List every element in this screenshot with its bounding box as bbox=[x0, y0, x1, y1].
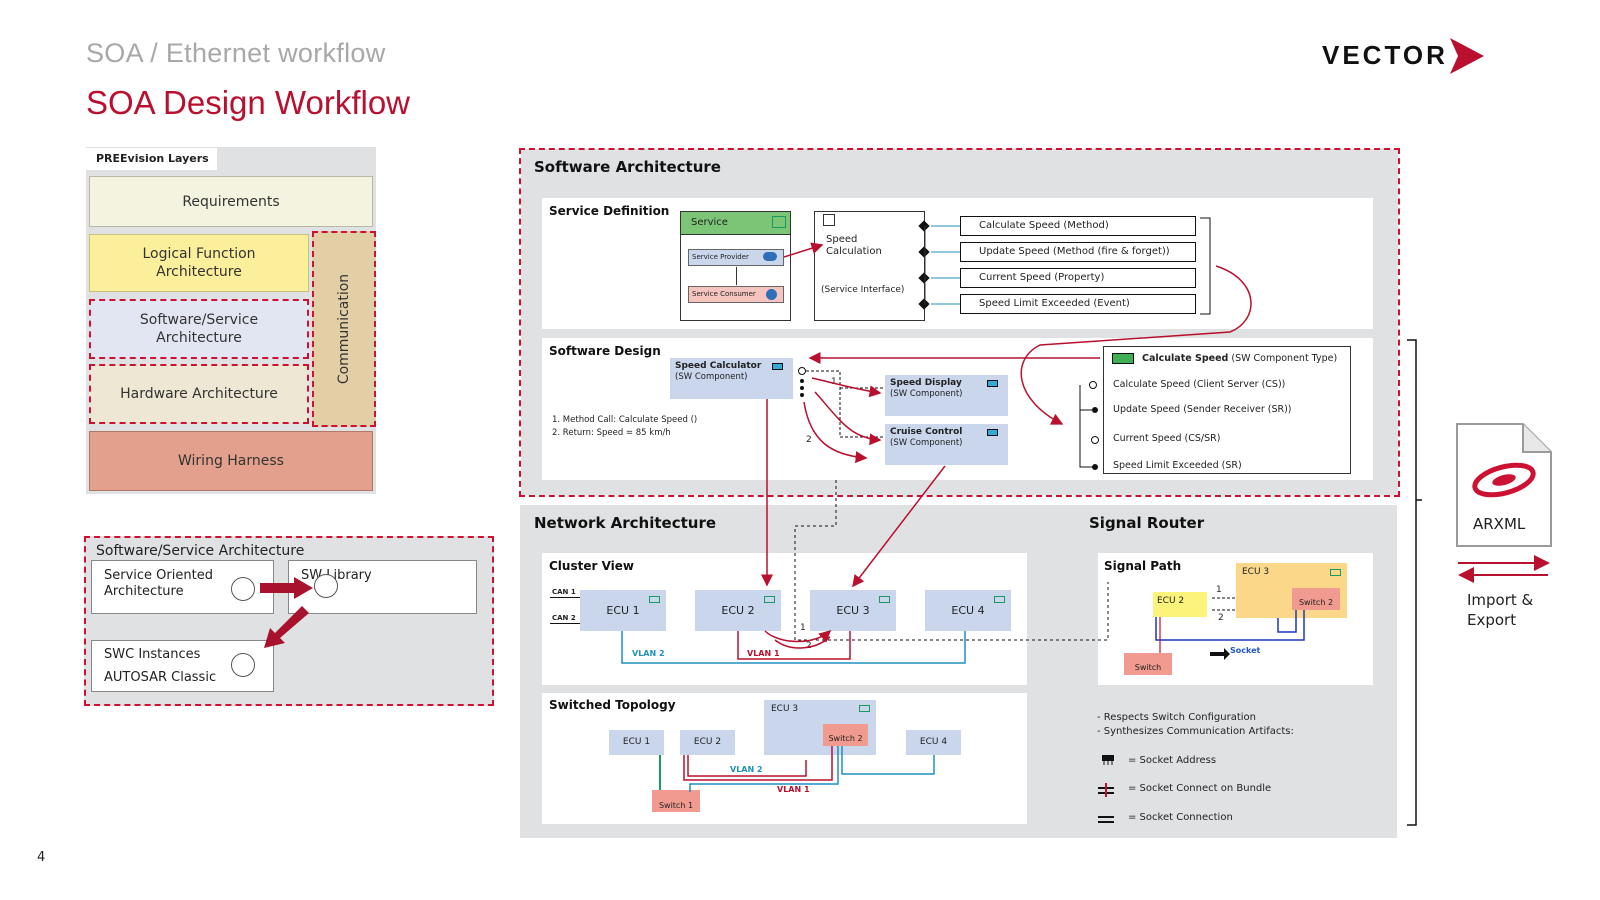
call-number-2: 2 bbox=[806, 435, 812, 445]
port-speed-limit: Speed Limit Exceeded (SR) bbox=[1113, 460, 1242, 471]
legend-socket-bundle: = Socket Connect on Bundle bbox=[1128, 783, 1272, 794]
service-consumer[interactable]: Service Consumer bbox=[688, 286, 784, 303]
layer-hardware: Hardware Architecture bbox=[89, 364, 309, 424]
socket-label: Socket bbox=[1230, 646, 1261, 655]
switched-switch1[interactable]: Switch 1 bbox=[652, 790, 700, 812]
legend-socket-address: = Socket Address bbox=[1128, 755, 1217, 766]
cluster-ecu3[interactable]: ECU 3 bbox=[810, 590, 896, 631]
swc-port-icon bbox=[231, 653, 255, 677]
property-current-speed[interactable]: Current Speed (Property) bbox=[960, 268, 1196, 288]
port-calculate-speed: Calculate Speed (Client Server (CS)) bbox=[1113, 379, 1286, 390]
layer-requirements: Requirements bbox=[89, 176, 373, 227]
arxml-label: ARXML bbox=[1473, 515, 1526, 533]
vector-logo: VECTOR bbox=[1322, 40, 1448, 70]
page-number: 4 bbox=[37, 850, 46, 865]
cruise-control-component[interactable]: Cruise Control (SW Component) bbox=[885, 424, 1008, 465]
signal-number-1: 1 bbox=[1216, 585, 1222, 595]
can1-label: CAN 1 bbox=[552, 588, 576, 596]
interface-icon bbox=[823, 214, 835, 226]
cluster-view-title: Cluster View bbox=[549, 559, 634, 573]
layer-wiring-harness: Wiring Harness bbox=[89, 431, 373, 491]
cluster-ecu2[interactable]: ECU 2 bbox=[695, 590, 781, 631]
cluster-ecu1[interactable]: ECU 1 bbox=[580, 590, 666, 631]
switched-ecu4[interactable]: ECU 4 bbox=[906, 730, 961, 755]
breadcrumb: SOA / Ethernet workflow bbox=[86, 38, 386, 68]
software-design-title: Software Design bbox=[549, 344, 661, 358]
cluster-number-2: 2 bbox=[806, 641, 812, 651]
cloud-icon bbox=[763, 252, 777, 261]
port-current-speed: Current Speed (CS/SR) bbox=[1113, 433, 1221, 444]
switched-ecu1[interactable]: ECU 1 bbox=[609, 730, 664, 755]
cluster-ecu4[interactable]: ECU 4 bbox=[925, 590, 1011, 631]
switched-vlan2-label: VLAN 2 bbox=[730, 765, 763, 774]
method-update-speed[interactable]: Update Speed (Method (fire & forget)) bbox=[960, 242, 1196, 262]
arxml-file-icon[interactable] bbox=[1455, 422, 1553, 548]
service-icon bbox=[772, 216, 786, 228]
component-icon bbox=[987, 380, 998, 387]
service-definition-title: Service Definition bbox=[549, 204, 670, 218]
note-synthesize: - Synthesizes Communication Artifacts: bbox=[1097, 726, 1294, 737]
software-architecture-title: Software Architecture bbox=[534, 158, 721, 176]
legend-socket-connection: = Socket Connection bbox=[1128, 812, 1233, 823]
signal-router-title: Signal Router bbox=[1089, 514, 1205, 532]
call-number-1: 1 bbox=[831, 377, 837, 387]
page-title: SOA Design Workflow bbox=[86, 84, 411, 121]
ssa-arrows-icon bbox=[260, 577, 313, 648]
cluster-vlan1-label: VLAN 1 bbox=[747, 649, 780, 658]
method-call-note: 1. Method Call: Calculate Speed () bbox=[552, 415, 698, 425]
return-note: 2. Return: Speed = 85 km/h bbox=[552, 428, 671, 438]
component-icon bbox=[987, 429, 998, 436]
socket-connection-icon bbox=[1097, 811, 1115, 825]
calculate-speed-type-card[interactable]: Calculate Speed (SW Component Type) Calc… bbox=[1103, 346, 1351, 474]
switched-topology-title: Switched Topology bbox=[549, 698, 676, 712]
event-speed-limit[interactable]: Speed Limit Exceeded (Event) bbox=[960, 294, 1196, 314]
preevision-tab: PREEvision Layers bbox=[86, 148, 217, 170]
note-switch-config: - Respects Switch Configuration bbox=[1097, 712, 1257, 723]
switched-switch2[interactable]: Switch 2 bbox=[823, 724, 868, 746]
import-export-label: Import & Export bbox=[1467, 591, 1534, 629]
service-provider[interactable]: Service Provider bbox=[688, 249, 784, 266]
type-icon bbox=[1112, 353, 1134, 364]
signal-switch[interactable]: Switch bbox=[1124, 653, 1172, 675]
sw-service-box-title: Software/Service Architecture bbox=[96, 543, 305, 559]
layer-software-service: Software/Service Architecture bbox=[89, 299, 309, 359]
layer-logical-function: Logical Function Architecture bbox=[89, 234, 309, 292]
signal-path-title: Signal Path bbox=[1104, 559, 1182, 573]
switched-vlan1-label: VLAN 1 bbox=[777, 785, 810, 794]
speed-calculator-component[interactable]: Speed Calculator (SW Component) bbox=[670, 358, 793, 399]
component-icon bbox=[772, 363, 783, 370]
cluster-vlan2-label: VLAN 2 bbox=[632, 649, 665, 658]
library-port-icon bbox=[314, 574, 338, 598]
signal-switch2[interactable]: Switch 2 bbox=[1292, 588, 1340, 610]
speed-display-component[interactable]: Speed Display (SW Component) bbox=[885, 375, 1008, 416]
port-update-speed: Update Speed (Sender Receiver (SR)) bbox=[1113, 404, 1292, 415]
service-card[interactable]: Service Service Provider Service Consume… bbox=[680, 211, 791, 321]
layer-communication: Communication bbox=[312, 231, 376, 427]
swc-instances-card[interactable]: SWC Instances AUTOSAR Classic bbox=[91, 640, 274, 692]
chat-icon bbox=[766, 289, 777, 300]
switched-ecu2[interactable]: ECU 2 bbox=[680, 730, 735, 755]
signal-number-2: 2 bbox=[1218, 613, 1224, 623]
signal-ecu2[interactable]: ECU 2 bbox=[1153, 592, 1207, 617]
method-calculate-speed[interactable]: Calculate Speed (Method) bbox=[960, 216, 1196, 236]
socket-bundle-icon bbox=[1097, 782, 1115, 797]
service-interface-card[interactable]: Speed Calculation (Service Interface) bbox=[814, 211, 925, 321]
cluster-number-1: 1 bbox=[800, 623, 806, 633]
socket-address-icon bbox=[1099, 753, 1117, 767]
network-architecture-title: Network Architecture bbox=[534, 514, 717, 532]
soa-port-icon bbox=[231, 577, 255, 601]
can2-label: CAN 2 bbox=[552, 614, 576, 622]
vector-logo-chevron-icon bbox=[1450, 38, 1484, 74]
